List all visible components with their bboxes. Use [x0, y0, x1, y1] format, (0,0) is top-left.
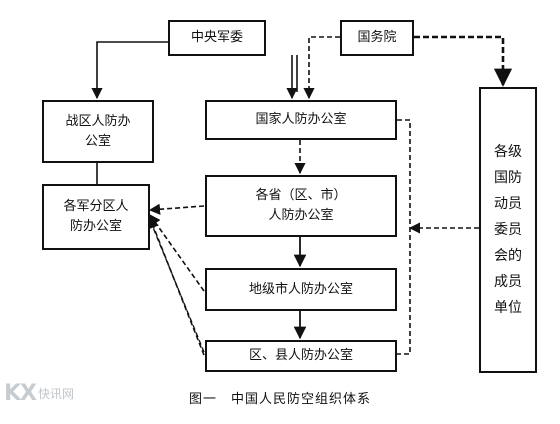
- node-theater: 战区人防办公室: [42, 100, 154, 163]
- edge-state-council-national: [303, 36, 340, 100]
- node-state-council-label: 国务院: [357, 30, 397, 45]
- node-theater-label: 战区人防办公室: [65, 113, 131, 149]
- edge-prefecture-subdistrict: [149, 214, 205, 292]
- watermark-logo: KX: [4, 381, 37, 406]
- figure-caption: 图一 中国人民防空组织体系: [188, 392, 371, 407]
- node-county: 区、县人防办公室: [205, 340, 397, 372]
- node-cmc: 中央军委: [168, 20, 266, 56]
- watermark-text: 快讯网: [38, 387, 75, 401]
- node-province-label: 各省（区、市）人防办公室: [255, 188, 347, 223]
- edge-province-subdistrict: [148, 203, 205, 215]
- edge-cmc-theater: [91, 41, 168, 100]
- edge-county-subdistrict-second-line: [151, 224, 205, 353]
- edge-state-council-mobilization: [414, 35, 513, 87]
- node-mobilization-label: 各级国防动员委员会的成员单位: [494, 144, 522, 316]
- node-prefecture: 地级市人防办公室: [205, 268, 397, 311]
- edge-national-mobilization-bracket: [397, 119, 411, 355]
- node-cmc-label: 中央军委: [190, 30, 243, 45]
- node-national-label: 国家人防办公室: [255, 112, 347, 127]
- node-mobilization: 各级国防动员委员会的成员单位: [479, 87, 537, 373]
- watermark: KX 快讯网: [4, 381, 74, 406]
- node-national: 国家人防办公室: [205, 100, 397, 140]
- node-mil-subdistrict-label: 各军分区人防办公室: [63, 199, 129, 234]
- node-state-council: 国务院: [340, 20, 414, 56]
- node-province: 各省（区、市）人防办公室: [205, 175, 397, 237]
- edge-county-subdistrict: [148, 216, 205, 356]
- node-prefecture-label: 地级市人防办公室: [248, 281, 353, 297]
- node-mil-subdistrict: 各军分区人防办公室: [42, 184, 150, 250]
- node-county-label: 区、县人防办公室: [248, 348, 353, 363]
